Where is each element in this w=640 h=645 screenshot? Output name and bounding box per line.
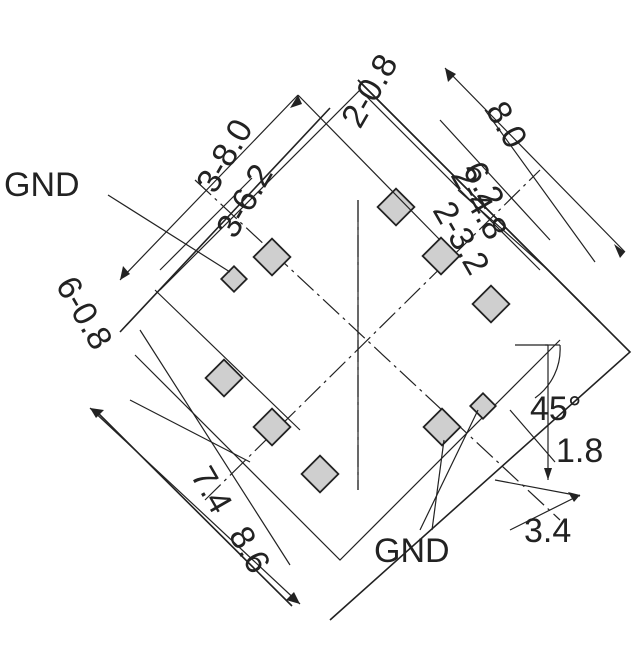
pad-gnd <box>468 391 498 421</box>
label-gnd-bottom: GND <box>374 532 450 570</box>
label-angle-45: 45° <box>530 390 581 428</box>
label-2-0-8: 2-0.8 <box>334 48 406 134</box>
label-6-0-8: 6-0.8 <box>48 270 120 356</box>
center-lines <box>194 169 561 521</box>
pad <box>252 407 292 447</box>
pad <box>471 284 511 324</box>
arrowheads <box>90 68 625 604</box>
label-gnd-top: GND <box>4 166 80 204</box>
pads <box>204 187 511 494</box>
label-7-4: 7.4 <box>183 460 240 520</box>
label-3-4: 3.4 <box>524 512 571 550</box>
pad <box>422 407 462 447</box>
label-1-8: 1.8 <box>556 432 603 470</box>
label-8-6: 8.6 <box>221 520 278 580</box>
dimension-labels: 3-8.0 3-6.2 2-0.8 8.0 6.2 2-4.8 2-3.2 6-… <box>4 48 603 580</box>
pad-gnd <box>219 264 249 294</box>
pad <box>204 358 244 398</box>
pad <box>252 237 292 277</box>
gnd-leaders <box>107 194 479 531</box>
pad <box>376 187 416 227</box>
dimension-lines <box>89 67 626 605</box>
label-8-0: 8.0 <box>478 95 535 155</box>
pad <box>421 236 461 276</box>
pad <box>300 454 340 494</box>
